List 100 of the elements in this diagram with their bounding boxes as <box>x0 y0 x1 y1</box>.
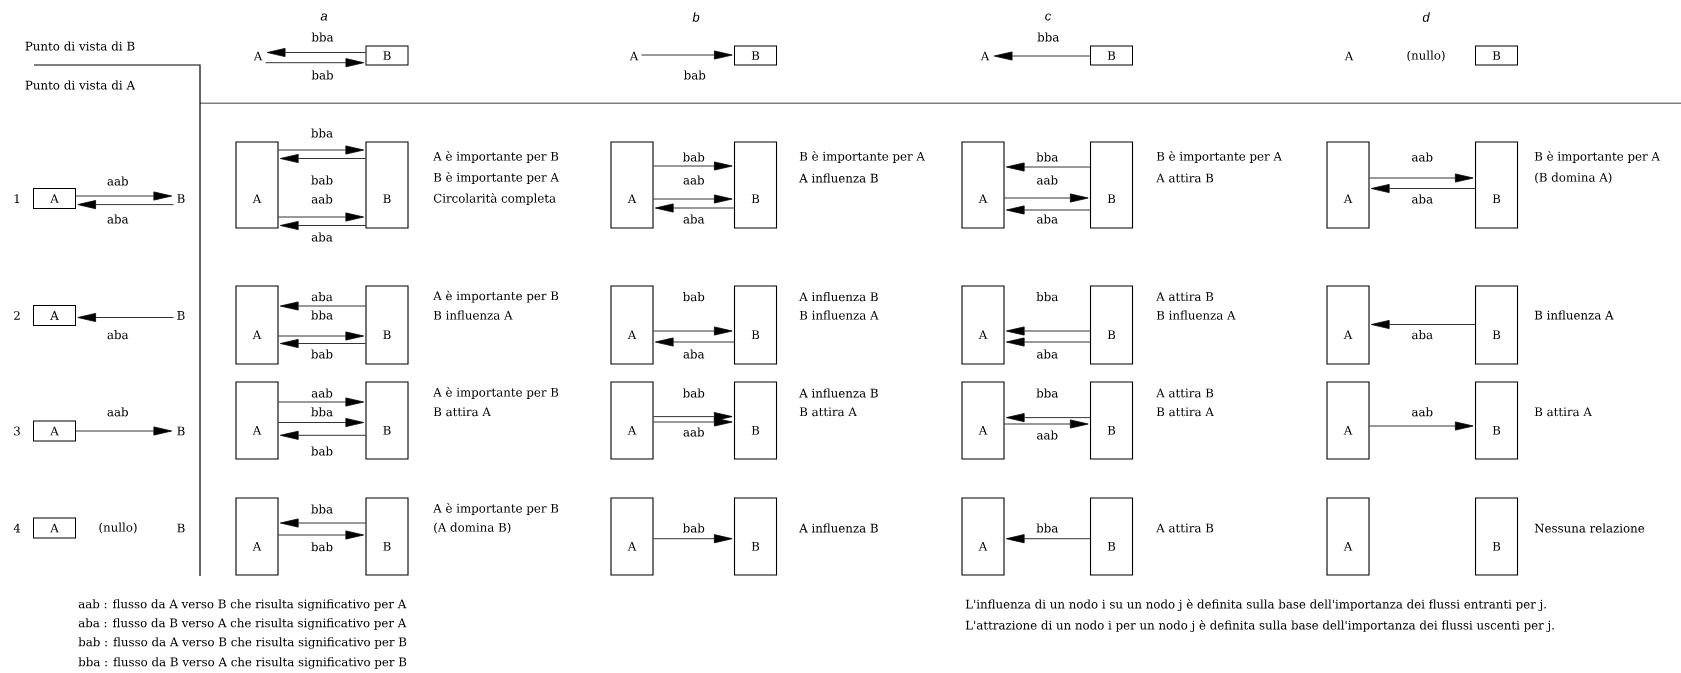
arrow <box>1006 534 1091 544</box>
node-box: A <box>961 381 1005 460</box>
column-letter: c <box>1045 13 1052 21</box>
arrow <box>993 51 1091 61</box>
edge-label: aba <box>1035 213 1060 225</box>
description-text: A è importante per B <box>433 387 559 399</box>
arrow <box>1369 421 1474 431</box>
edge-label: bba <box>1035 291 1060 303</box>
arrow <box>653 326 733 336</box>
node-box: B <box>365 45 409 66</box>
edge-label: bab <box>681 151 706 163</box>
label-text: 3 <box>14 426 20 436</box>
node-box: A <box>961 497 1005 576</box>
arrow <box>278 418 365 427</box>
edge-label: aab <box>681 174 706 186</box>
arrow <box>265 58 365 68</box>
description-text: A è importante per B <box>433 151 559 163</box>
note-text: bab : flusso da A verso B che risulta significativo per B <box>78 637 407 649</box>
arrow <box>280 339 366 348</box>
header-text: Punto di vista di B <box>25 41 135 51</box>
description-text: A attira B <box>1156 173 1214 183</box>
label-text: (nullo) <box>1407 50 1445 62</box>
arrow <box>1006 413 1091 423</box>
node-box: A <box>33 420 76 442</box>
edge-label: aab <box>105 175 130 187</box>
description-text: A influenza B <box>799 173 878 183</box>
description-text: Circolarità completa <box>433 193 556 205</box>
node-label: B <box>177 311 185 320</box>
edge-label: bab <box>681 387 706 399</box>
description-text: (B domina A) <box>1535 172 1612 184</box>
arrow <box>278 145 365 155</box>
arrow <box>278 397 365 407</box>
arrow <box>75 191 173 201</box>
arrow <box>280 221 366 230</box>
node-box: A <box>961 285 1005 365</box>
edge-label: bba <box>310 31 335 43</box>
node-box: B <box>1474 497 1519 576</box>
node-box: B <box>1474 285 1519 365</box>
description-text: B influenza A <box>799 310 879 320</box>
description-text: B attira A <box>433 407 491 417</box>
node-label: A <box>980 51 990 61</box>
edge-label: bab <box>682 69 707 81</box>
node-box: A <box>33 517 76 539</box>
node-box: B <box>734 45 777 66</box>
description-text: B influenza A <box>433 310 513 320</box>
node-box: B <box>733 497 778 576</box>
node-label: B <box>177 426 185 436</box>
node-box: A <box>1326 285 1370 365</box>
node-box: B <box>1475 45 1518 66</box>
node-box: A <box>33 304 76 326</box>
node-box: B <box>365 497 409 576</box>
node-box: B <box>1089 141 1134 229</box>
description-text: B attira A <box>799 407 857 417</box>
label-text: 4 <box>13 523 21 533</box>
edge-label: aab <box>1410 151 1435 163</box>
description-text: B influenza A <box>1534 310 1614 320</box>
edge-label: aba <box>1035 348 1060 360</box>
description-text: B è importante per A <box>1534 151 1661 163</box>
arrow <box>1369 173 1474 183</box>
label-text: 2 <box>14 311 20 320</box>
arrow <box>1006 205 1091 215</box>
description-text: B attira A <box>1156 407 1214 417</box>
node-box: B <box>1090 45 1133 66</box>
edge-label: aba <box>310 231 334 243</box>
edge-label: bba <box>1035 522 1060 534</box>
description-text: A attira B <box>1156 388 1214 398</box>
edge-label: aba <box>105 329 130 341</box>
edge-label: bba <box>309 309 335 321</box>
edge-label: aab <box>1410 406 1435 418</box>
description-text: B è importante per A <box>433 172 560 184</box>
description-text: B è importante per A <box>799 151 926 163</box>
arrow <box>653 194 733 204</box>
node-box: A <box>610 497 654 576</box>
edge-label: bab <box>310 69 335 81</box>
arrow <box>280 430 366 440</box>
node-box: A <box>235 141 279 229</box>
node-box: B <box>733 285 778 365</box>
edge-label: bab <box>681 522 706 534</box>
edge-label: aab <box>105 406 130 418</box>
description-text: A influenza B <box>799 292 878 302</box>
arrow <box>1371 184 1476 193</box>
edge-label: aab <box>1035 429 1060 441</box>
note-text: L'attrazione di un nodo i per un nodo j è definita sulla base dell'importanza dei flussi uscenti per j. <box>965 620 1554 633</box>
edge-label: aab <box>1035 174 1060 186</box>
arrow <box>1006 162 1091 172</box>
node-box: B <box>1089 381 1134 460</box>
edge-label: aba <box>1410 329 1435 341</box>
node-box: A <box>1326 381 1370 460</box>
node-box: A <box>961 141 1005 229</box>
node-box: A <box>33 188 76 209</box>
node-box: A <box>610 285 654 365</box>
description-text: B attira A <box>1534 407 1592 417</box>
description-text: A è importante per B <box>433 503 559 515</box>
node-box: A <box>1326 141 1370 229</box>
arrow <box>653 417 733 427</box>
edge-label: bba <box>309 127 335 139</box>
edge-label: bab <box>309 445 335 457</box>
arrow <box>266 48 366 57</box>
column-letter: d <box>1422 12 1430 22</box>
node-box: A <box>1326 497 1370 576</box>
